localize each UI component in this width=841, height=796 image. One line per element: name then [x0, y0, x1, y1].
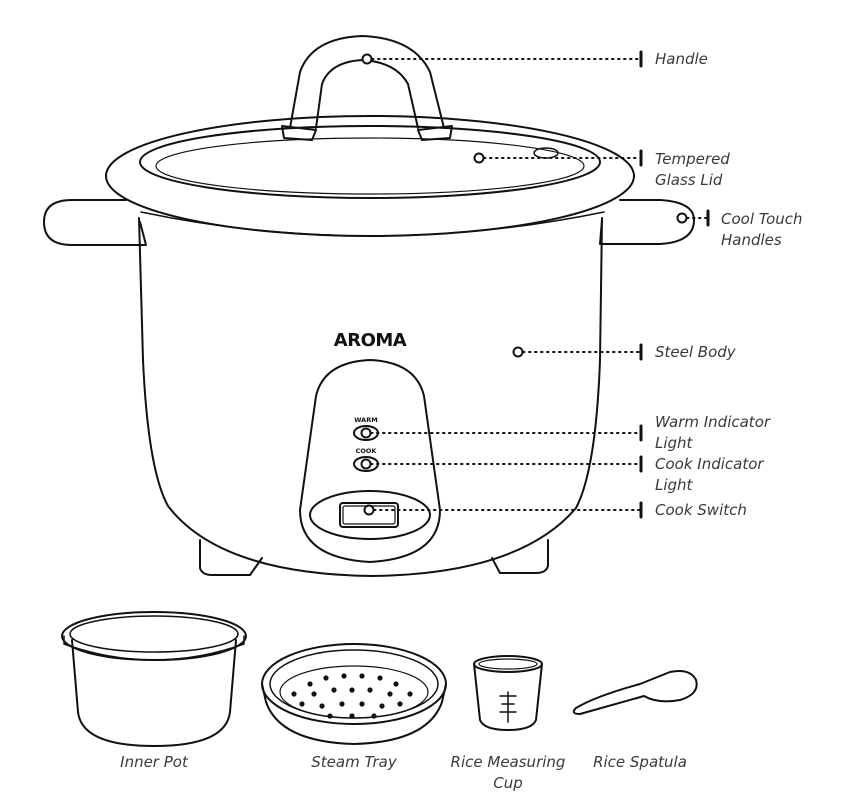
inner-pot-caption: Inner Pot	[120, 753, 188, 771]
callout-end-bars	[639, 50, 710, 519]
steam-tray-drawing	[261, 643, 447, 745]
cook-panel-label: COOK	[356, 447, 378, 455]
callout-leaders	[370, 58, 707, 511]
body-callout-dot	[512, 346, 524, 358]
warm-indicator-label: Warm Indicator Light	[655, 413, 771, 452]
cool-touch-handles-label: Cool Touch Handles	[721, 210, 803, 249]
measuring-cup-caption: Rice Measuring Cup	[450, 753, 566, 792]
steam-tray-caption: Steam Tray	[311, 753, 397, 771]
handle-callout-dot	[361, 53, 373, 65]
measuring-cup-drawing	[473, 655, 543, 731]
cooker-feet	[199, 539, 549, 576]
warm-panel-label: WARM	[354, 416, 377, 424]
cool-touch-callout-dot	[676, 212, 688, 224]
warm-callout-dot	[360, 427, 372, 439]
tempered-glass-lid-label: Tempered Glass Lid	[655, 150, 730, 189]
brand-logo: AROMA	[334, 330, 407, 351]
cook-indicator-label: Cook Indicator Light	[655, 455, 764, 494]
cool-touch-handles	[43, 199, 695, 246]
spatula-drawing	[572, 670, 698, 715]
handle-label: Handle	[655, 50, 708, 68]
cook-switch-label: Cook Switch	[655, 501, 747, 519]
tempered-glass-lid	[105, 115, 635, 237]
switch-callout-dot	[363, 504, 375, 516]
cook-callout-dot	[360, 458, 372, 470]
spatula-caption: Rice Spatula	[593, 753, 687, 771]
steel-body	[138, 211, 605, 577]
lid-callout-dot	[473, 152, 485, 164]
callout-dots	[360, 53, 688, 516]
steel-body-label: Steel Body	[655, 343, 736, 361]
inner-pot-drawing	[61, 611, 247, 747]
lid-handle	[281, 35, 453, 141]
steam-tray-holes	[291, 673, 413, 719]
